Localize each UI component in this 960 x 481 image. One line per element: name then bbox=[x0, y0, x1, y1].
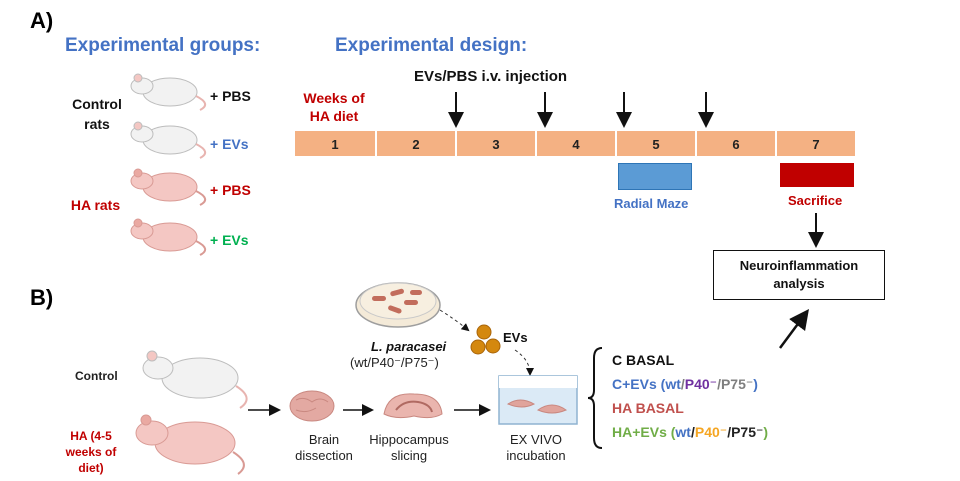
c-evs-line: C+EVs (wt/P40⁻/P75⁻) bbox=[612, 376, 758, 393]
c-evs-prefix: C+EVs ( bbox=[612, 376, 666, 392]
week-4: 4 bbox=[536, 130, 616, 157]
c-evs-wt: wt bbox=[665, 376, 681, 392]
section-b-label: B) bbox=[30, 285, 54, 310]
neuroinflammation-box: Neuroinflammation analysis bbox=[713, 250, 885, 300]
control-pbs-label: + PBS bbox=[210, 88, 251, 104]
ha-pbs-label: + PBS bbox=[210, 182, 251, 198]
section-a-label: A) bbox=[30, 8, 54, 33]
experimental-groups-title: Experimental groups: bbox=[65, 35, 261, 56]
exvivo-beaker-icon bbox=[498, 375, 578, 425]
ha-evs-slash-1: / bbox=[690, 424, 695, 440]
radial-maze-bar bbox=[618, 163, 692, 190]
ha-rats-label: HA rats bbox=[70, 197, 121, 213]
c-evs-p75: P75⁻ bbox=[720, 376, 754, 392]
injection-label: EVs/PBS i.v. injection bbox=[414, 68, 568, 85]
ha-evs-prefix: HA+EVs ( bbox=[612, 424, 676, 440]
rat-ha-pbs-icon bbox=[130, 168, 207, 206]
rat-control-pbs-icon bbox=[130, 73, 207, 111]
hippocampus-slice-icon bbox=[383, 393, 443, 419]
control-rats-label: Control rats bbox=[72, 96, 122, 132]
c-basal: C BASAL bbox=[612, 352, 675, 368]
hippocampus-slicing-label: Hippocampus slicing bbox=[369, 432, 449, 463]
ha-evs-label: + EVs bbox=[210, 232, 249, 248]
dish-to-evs-arrow bbox=[439, 309, 470, 332]
week-5: 5 bbox=[616, 130, 696, 157]
evs-to-beaker-arrow bbox=[514, 349, 534, 376]
bacteria-name: L. paracasei bbox=[371, 339, 447, 354]
ha-basal: HA BASAL bbox=[612, 400, 684, 416]
control-label-b: Control bbox=[75, 369, 118, 383]
petri-dish-icon bbox=[355, 282, 441, 328]
experimental-design-title: Experimental design: bbox=[335, 35, 528, 56]
rat-ha-evs-icon bbox=[130, 218, 207, 256]
analysis-arrow bbox=[778, 308, 809, 349]
control-evs-label: + EVs bbox=[210, 136, 249, 152]
ha-evs-line: HA+EVs (wt/P40⁻/P75⁻) bbox=[612, 424, 768, 441]
week-3: 3 bbox=[456, 130, 536, 157]
ha-evs-close: ) bbox=[763, 424, 769, 440]
ha-evs-p40: P40⁻ bbox=[694, 424, 728, 440]
week-6: 6 bbox=[696, 130, 776, 157]
conditions-brace bbox=[587, 347, 603, 449]
brain-dissection-label: Brain dissection bbox=[295, 432, 353, 463]
ha-evs-slash-2: / bbox=[727, 424, 732, 440]
c-evs-slash-1: / bbox=[680, 376, 685, 392]
weeks-of-diet-label: Weeks of HA diet bbox=[303, 90, 365, 124]
c-evs-slash-2: / bbox=[717, 376, 721, 392]
c-evs-close: ) bbox=[753, 376, 758, 392]
ha-evs-wt: wt bbox=[675, 424, 691, 440]
week-1: 1 bbox=[294, 130, 376, 157]
evs-spheres-icon bbox=[470, 324, 501, 355]
week-2: 2 bbox=[376, 130, 456, 157]
rat-control-b-icon bbox=[142, 350, 248, 409]
exvivo-label: EX VIVO incubation bbox=[506, 432, 566, 463]
ha-label-b: HA (4-5 weeks of diet) bbox=[65, 429, 117, 475]
radial-maze-label: Radial Maze bbox=[614, 196, 689, 211]
brain-icon bbox=[289, 390, 335, 422]
sacrifice-label: Sacrifice bbox=[788, 193, 843, 208]
rat-ha-b-icon bbox=[135, 414, 245, 475]
c-evs-p40: P40⁻ bbox=[684, 376, 718, 392]
week-7: 7 bbox=[776, 130, 856, 157]
evs-label-b: EVs bbox=[503, 330, 528, 345]
sacrifice-bar bbox=[780, 163, 854, 187]
ha-evs-p75: P75⁻ bbox=[731, 424, 764, 440]
rat-control-evs-icon bbox=[130, 121, 207, 159]
bacteria-strains: (wt/P40⁻/P75⁻) bbox=[350, 355, 439, 370]
